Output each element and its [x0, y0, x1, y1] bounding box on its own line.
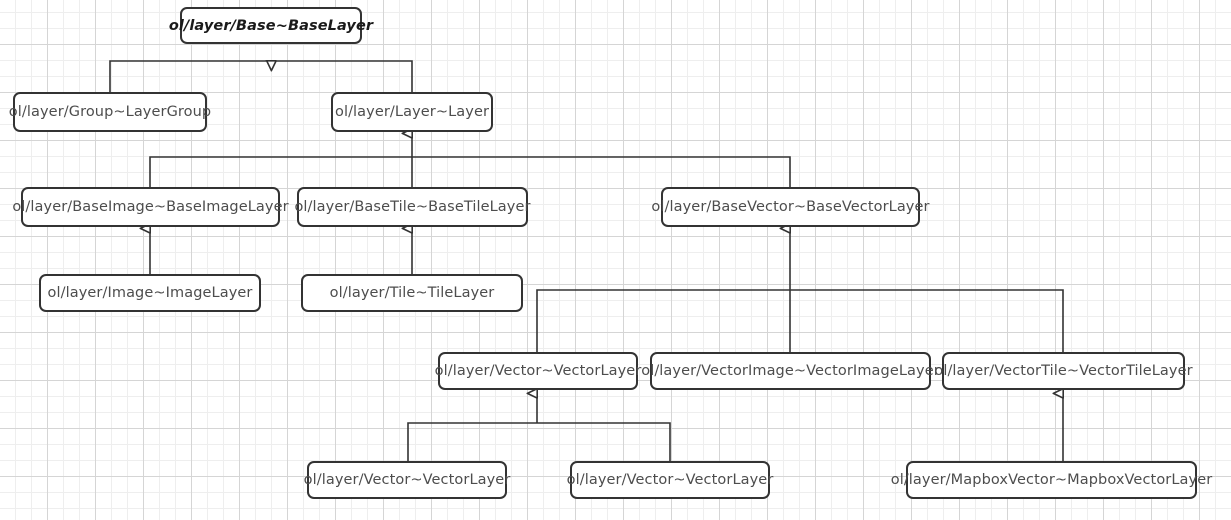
node-vector-vectorlayer-child-right[interactable]: ol/layer/Vector~VectorLayer — [567, 461, 773, 499]
node-tile-tilelayer[interactable]: ol/layer/Tile~TileLayer — [301, 274, 523, 312]
node-mapboxvector-mapboxvectorlayer[interactable]: ol/layer/MapboxVector~MapboxVectorLayer — [891, 461, 1212, 499]
node-group-layergroup[interactable]: ol/layer/Group~LayerGroup — [9, 92, 211, 132]
node-baseimage-baseimagelayer[interactable]: ol/layer/BaseImage~BaseImageLayer — [12, 187, 289, 227]
edge-vector2-to-vector — [407, 422, 537, 461]
node-vectortile-vectortilelayer[interactable]: ol/layer/VectorTile~VectorTileLayer — [934, 352, 1193, 390]
node-vector-vectorlayer-child-left[interactable]: ol/layer/Vector~VectorLayer — [304, 461, 510, 499]
node-layer-layer[interactable]: ol/layer/Layer~Layer — [331, 92, 493, 132]
edge-vector-to-basevector — [536, 289, 790, 352]
edge-vector3-to-vector — [537, 422, 671, 461]
node-image-imagelayer[interactable]: ol/layer/Image~ImageLayer — [39, 274, 261, 312]
edge-vectortile-to-basevector — [790, 289, 1064, 352]
node-vector-vectorlayer[interactable]: ol/layer/Vector~VectorLayer — [435, 352, 641, 390]
node-vectorimage-vectorimagelayer[interactable]: ol/layer/VectorImage~VectorImageLayer — [641, 352, 940, 390]
node-basevector-basevectorlayer[interactable]: ol/layer/BaseVector~BaseVectorLayer — [651, 187, 929, 227]
node-base-baselayer[interactable]: ol/layer/Base~BaseLayer — [169, 7, 373, 44]
node-basetile-basetilelayer[interactable]: ol/layer/BaseTile~BaseTileLayer — [294, 187, 530, 227]
